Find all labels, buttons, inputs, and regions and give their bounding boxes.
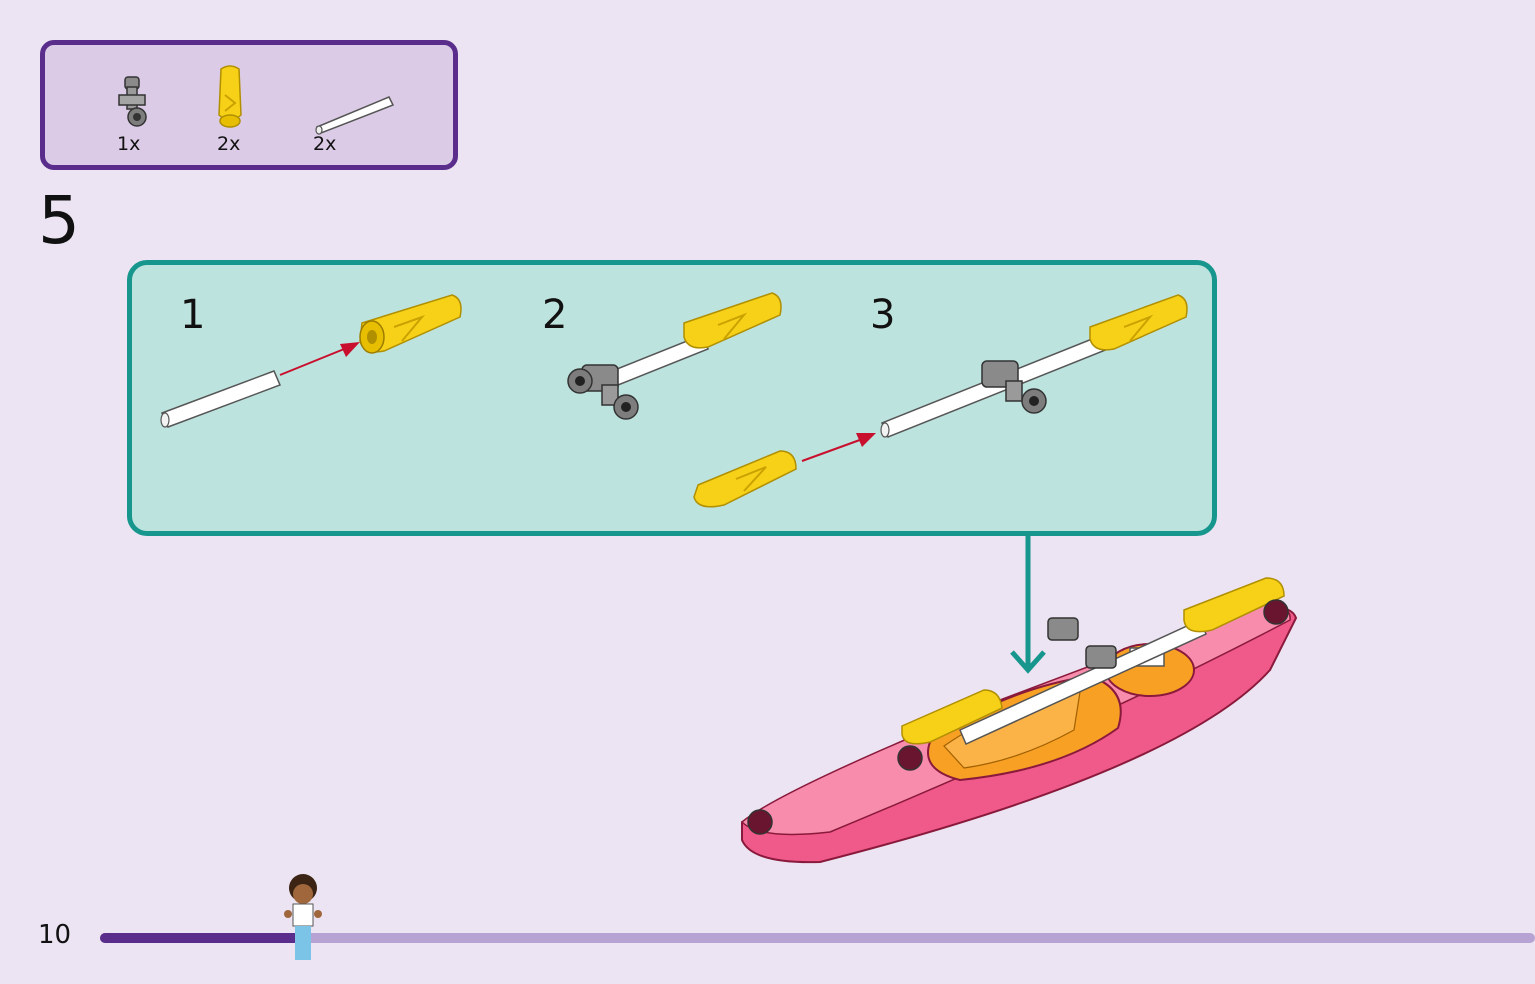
part-quantity: 2x xyxy=(217,133,241,155)
grey-clip-part-icon xyxy=(118,76,147,127)
step-number: 5 xyxy=(38,182,80,259)
substep-2-illustration xyxy=(567,292,782,420)
page-number: 10 xyxy=(38,920,72,950)
substep-1-illustration xyxy=(160,294,462,428)
subassembly-callout: 1 2 3 xyxy=(127,260,1217,536)
substep-3-illustration xyxy=(693,294,1188,508)
part-quantity: 2x xyxy=(313,133,337,155)
part-quantity: 1x xyxy=(117,133,141,155)
white-bar-part-icon xyxy=(315,96,395,135)
progress-fill xyxy=(100,933,301,943)
substep-number-2: 2 xyxy=(542,292,568,338)
substep-number-3: 3 xyxy=(870,292,896,338)
progress-track xyxy=(100,933,1535,943)
paddle-blade-part-icon xyxy=(218,65,242,128)
parts-list-box: 1x 2x 2x xyxy=(40,40,458,170)
minifigure-progress-marker xyxy=(284,874,322,960)
substep-illustrations xyxy=(160,292,1188,508)
substep-number-1: 1 xyxy=(180,292,206,338)
